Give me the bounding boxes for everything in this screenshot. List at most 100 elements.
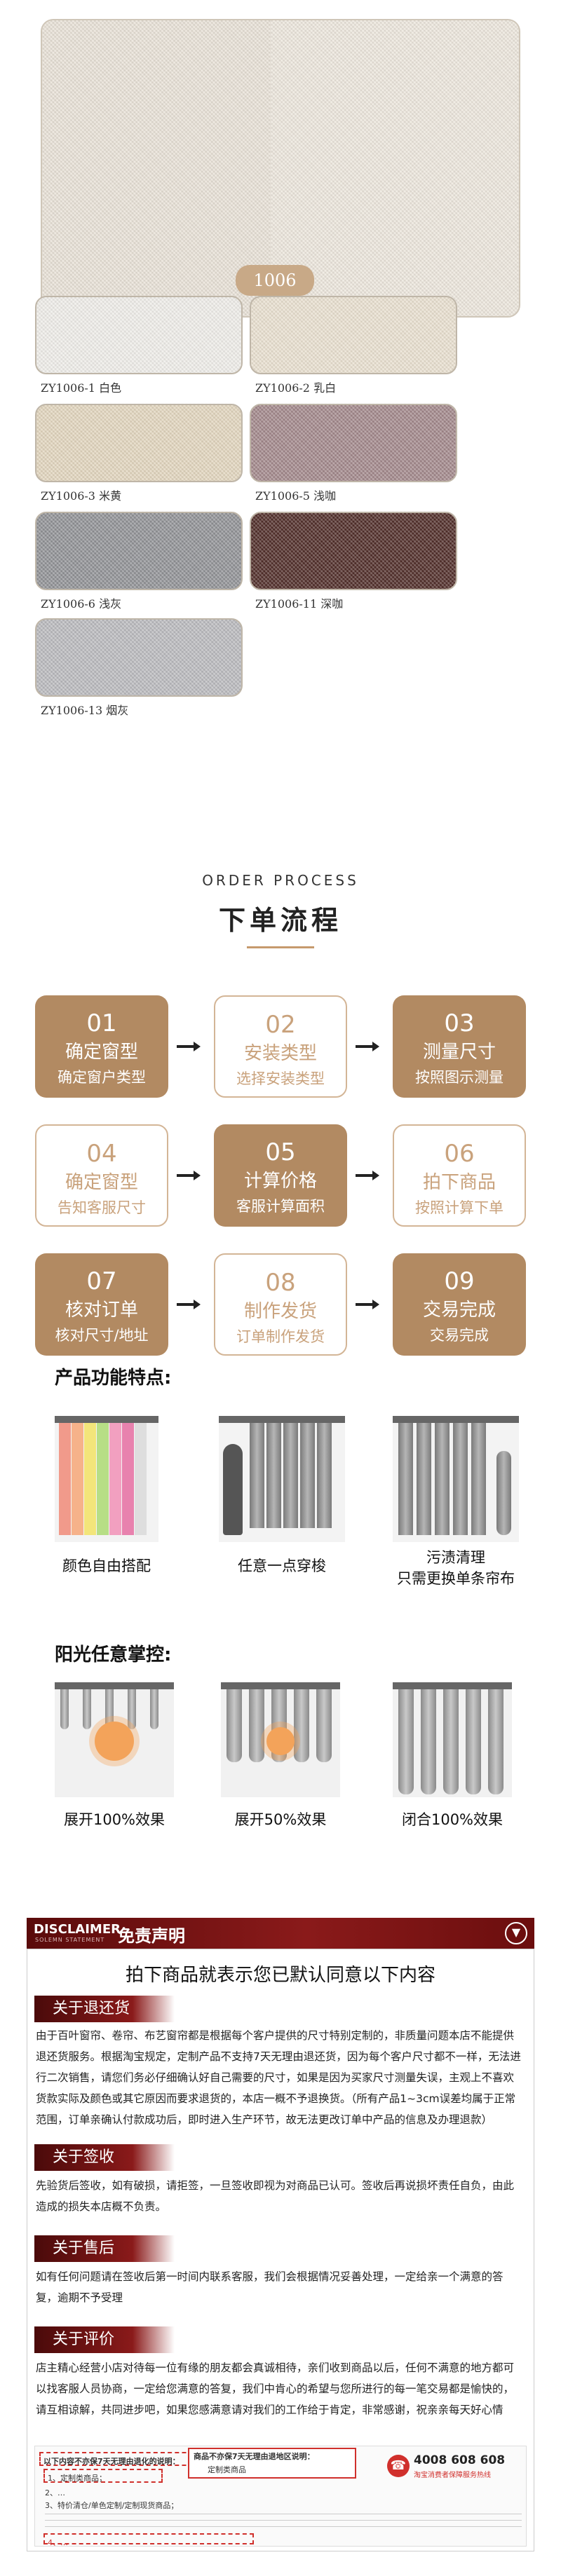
- section-tag-review: 关于评价: [34, 2326, 175, 2353]
- notice-overlay-line: 定制类商品: [208, 2465, 246, 2474]
- section-text-review: 店主精心经营小店对待每一位有缘的朋友都会真诚相待，亲们收到商品以后，任何不满意的…: [36, 2362, 515, 2416]
- sunlight-image-1: [55, 1682, 174, 1797]
- order-process-title-en: ORDER PROCESS: [202, 872, 359, 889]
- disclaimer-en: DISCLAIMER: [34, 1922, 121, 1937]
- sun-icon: [95, 1722, 134, 1761]
- step-number: 04: [86, 1140, 117, 1168]
- step-title: 计算价格: [243, 1171, 317, 1192]
- sunlight-caption: 展开50%效果: [234, 1811, 327, 1828]
- feature-caption-colors: 颜色自由搭配: [62, 1558, 151, 1574]
- vane: [128, 1689, 136, 1729]
- notice-phone: 4008 608 608: [414, 2453, 506, 2467]
- feature-caption-pass: 任意一点穿梭: [238, 1558, 326, 1574]
- swatch-label: ZY1006-2 乳白: [255, 381, 337, 395]
- notice-overlay: 商品不亦保7天无理由退地区说明： 定制类商品: [188, 2448, 356, 2479]
- vane: [83, 1689, 91, 1729]
- disclaimer-en-sub: SOLEMN STATEMENT: [35, 1937, 105, 1943]
- notice-phone-sub: 淘宝消费者保障服务热线: [414, 2472, 491, 2479]
- arrow-right-icon: [177, 1171, 201, 1180]
- title-underline: [247, 946, 314, 948]
- section-text-aftersale: 如有任何问题请在签收后第一时间内联系客服，我们会根据情况妥善处理，一定给亲一个满…: [36, 2270, 503, 2304]
- feature-image-pass: [219, 1416, 345, 1542]
- swatch-label: ZY1006-3 米黄: [41, 489, 122, 503]
- arrow-right-icon: [356, 1300, 379, 1309]
- vane: [466, 1689, 481, 1794]
- sunlight-image-2: [221, 1682, 340, 1797]
- chevron-down-icon: ▼: [505, 1922, 527, 1944]
- step-number: 01: [86, 1009, 117, 1037]
- step-title: 确定窗型: [65, 1172, 138, 1193]
- step-subtitle: 按照图示测量: [415, 1069, 503, 1086]
- step-number: 07: [86, 1267, 117, 1295]
- step-number: 05: [265, 1138, 296, 1166]
- sunlight-heading: 阳光任意掌控:: [55, 1644, 172, 1665]
- step-title: 安装类型: [243, 1043, 317, 1064]
- vane: [150, 1689, 158, 1729]
- hero-swatch: [41, 19, 520, 318]
- hero-swatch-left: [42, 20, 271, 316]
- step-number: 08: [265, 1269, 296, 1297]
- swatch-1: [35, 296, 243, 374]
- order-process-title-cn: 下单流程: [218, 905, 342, 936]
- step-subtitle: 选择安装类型: [236, 1070, 325, 1087]
- vane: [488, 1689, 503, 1794]
- step-subtitle: 告知客服尺寸: [58, 1199, 146, 1216]
- sun-icon: [266, 1727, 295, 1755]
- section-text-sign: 先验货后签收，如有破损，请拒签，一旦签收即视为对商品已认可。签收后再说损坏责任自…: [36, 2179, 515, 2213]
- swatch-label: ZY1006-1 白色: [41, 381, 122, 395]
- arrow-right-icon: [356, 1042, 379, 1051]
- swatch-2: [250, 296, 457, 374]
- disclaimer-header: DISCLAIMER SOLEMN STATEMENT 免责声明 ▼: [27, 1918, 534, 1949]
- vane: [249, 1689, 264, 1762]
- notice-overlay-title: 商品不亦保7天无理由退地区说明：: [194, 2452, 315, 2461]
- swatch-label: ZY1006-13 烟灰: [41, 704, 129, 717]
- step-subtitle: 核对尺寸/地址: [55, 1327, 149, 1344]
- sunlight-caption: 展开100%效果: [63, 1811, 165, 1828]
- order-step-04: 04 确定窗型告知客服尺寸: [35, 1124, 168, 1227]
- step-subtitle: 按照计算下单: [415, 1199, 503, 1216]
- arrow-right-icon: [356, 1171, 379, 1180]
- notice-title: 以下内容不亦保7天无理由退化的说明：: [43, 2457, 180, 2466]
- swatch-4: [250, 404, 457, 482]
- vane: [398, 1689, 414, 1794]
- step-title: 确定窗型: [65, 1042, 138, 1063]
- swatch-label: ZY1006-5 浅咖: [255, 489, 337, 503]
- notice-title-box: 以下内容不亦保7天无理由退化的说明：: [39, 2452, 208, 2466]
- feature-caption-clean-2: 只需更换单条帘布: [397, 1570, 515, 1587]
- arrow-right-icon: [177, 1042, 201, 1051]
- step-subtitle: 交易完成: [430, 1327, 489, 1344]
- arrow-right-icon: [177, 1300, 201, 1309]
- step-number: 09: [444, 1267, 475, 1295]
- feature-image-clean: [393, 1416, 519, 1542]
- vane: [60, 1689, 69, 1729]
- section-tag-aftersale: 关于售后: [34, 2235, 175, 2262]
- vane: [105, 1689, 114, 1729]
- notice-screenshot: 以下内容不亦保7天无理由退化的说明： 1、定制类商品； 2、… 3、特价清仓/单…: [34, 2446, 527, 2547]
- step-number: 06: [444, 1140, 475, 1168]
- disclaimer-headline: 拍下商品就表示您已默认同意以下内容: [125, 1965, 435, 1986]
- vane: [227, 1689, 242, 1762]
- vane: [294, 1689, 309, 1762]
- section-tag-sign: 关于签收: [34, 2144, 175, 2171]
- hero-code-badge: 1006: [236, 265, 314, 296]
- vane: [443, 1689, 459, 1794]
- phone-icon: ☎: [387, 2455, 410, 2477]
- step-subtitle: 订单制作发货: [236, 1328, 325, 1345]
- swatch-6: [250, 512, 457, 590]
- vane: [421, 1689, 436, 1794]
- vane: [316, 1689, 332, 1762]
- swatch-label: ZY1006-11 深咖: [255, 597, 344, 611]
- notice-item-1-box: 1、定制类商品；: [43, 2469, 163, 2483]
- hero-swatch-right: [271, 20, 519, 316]
- swatch-3: [35, 404, 243, 482]
- notice-item-4: 4、…: [48, 2538, 68, 2547]
- features-heading: 产品功能特点:: [55, 1368, 172, 1389]
- notice-item-2: 2、…: [45, 2488, 65, 2497]
- notice-item-1: 1、定制类商品；: [48, 2474, 107, 2483]
